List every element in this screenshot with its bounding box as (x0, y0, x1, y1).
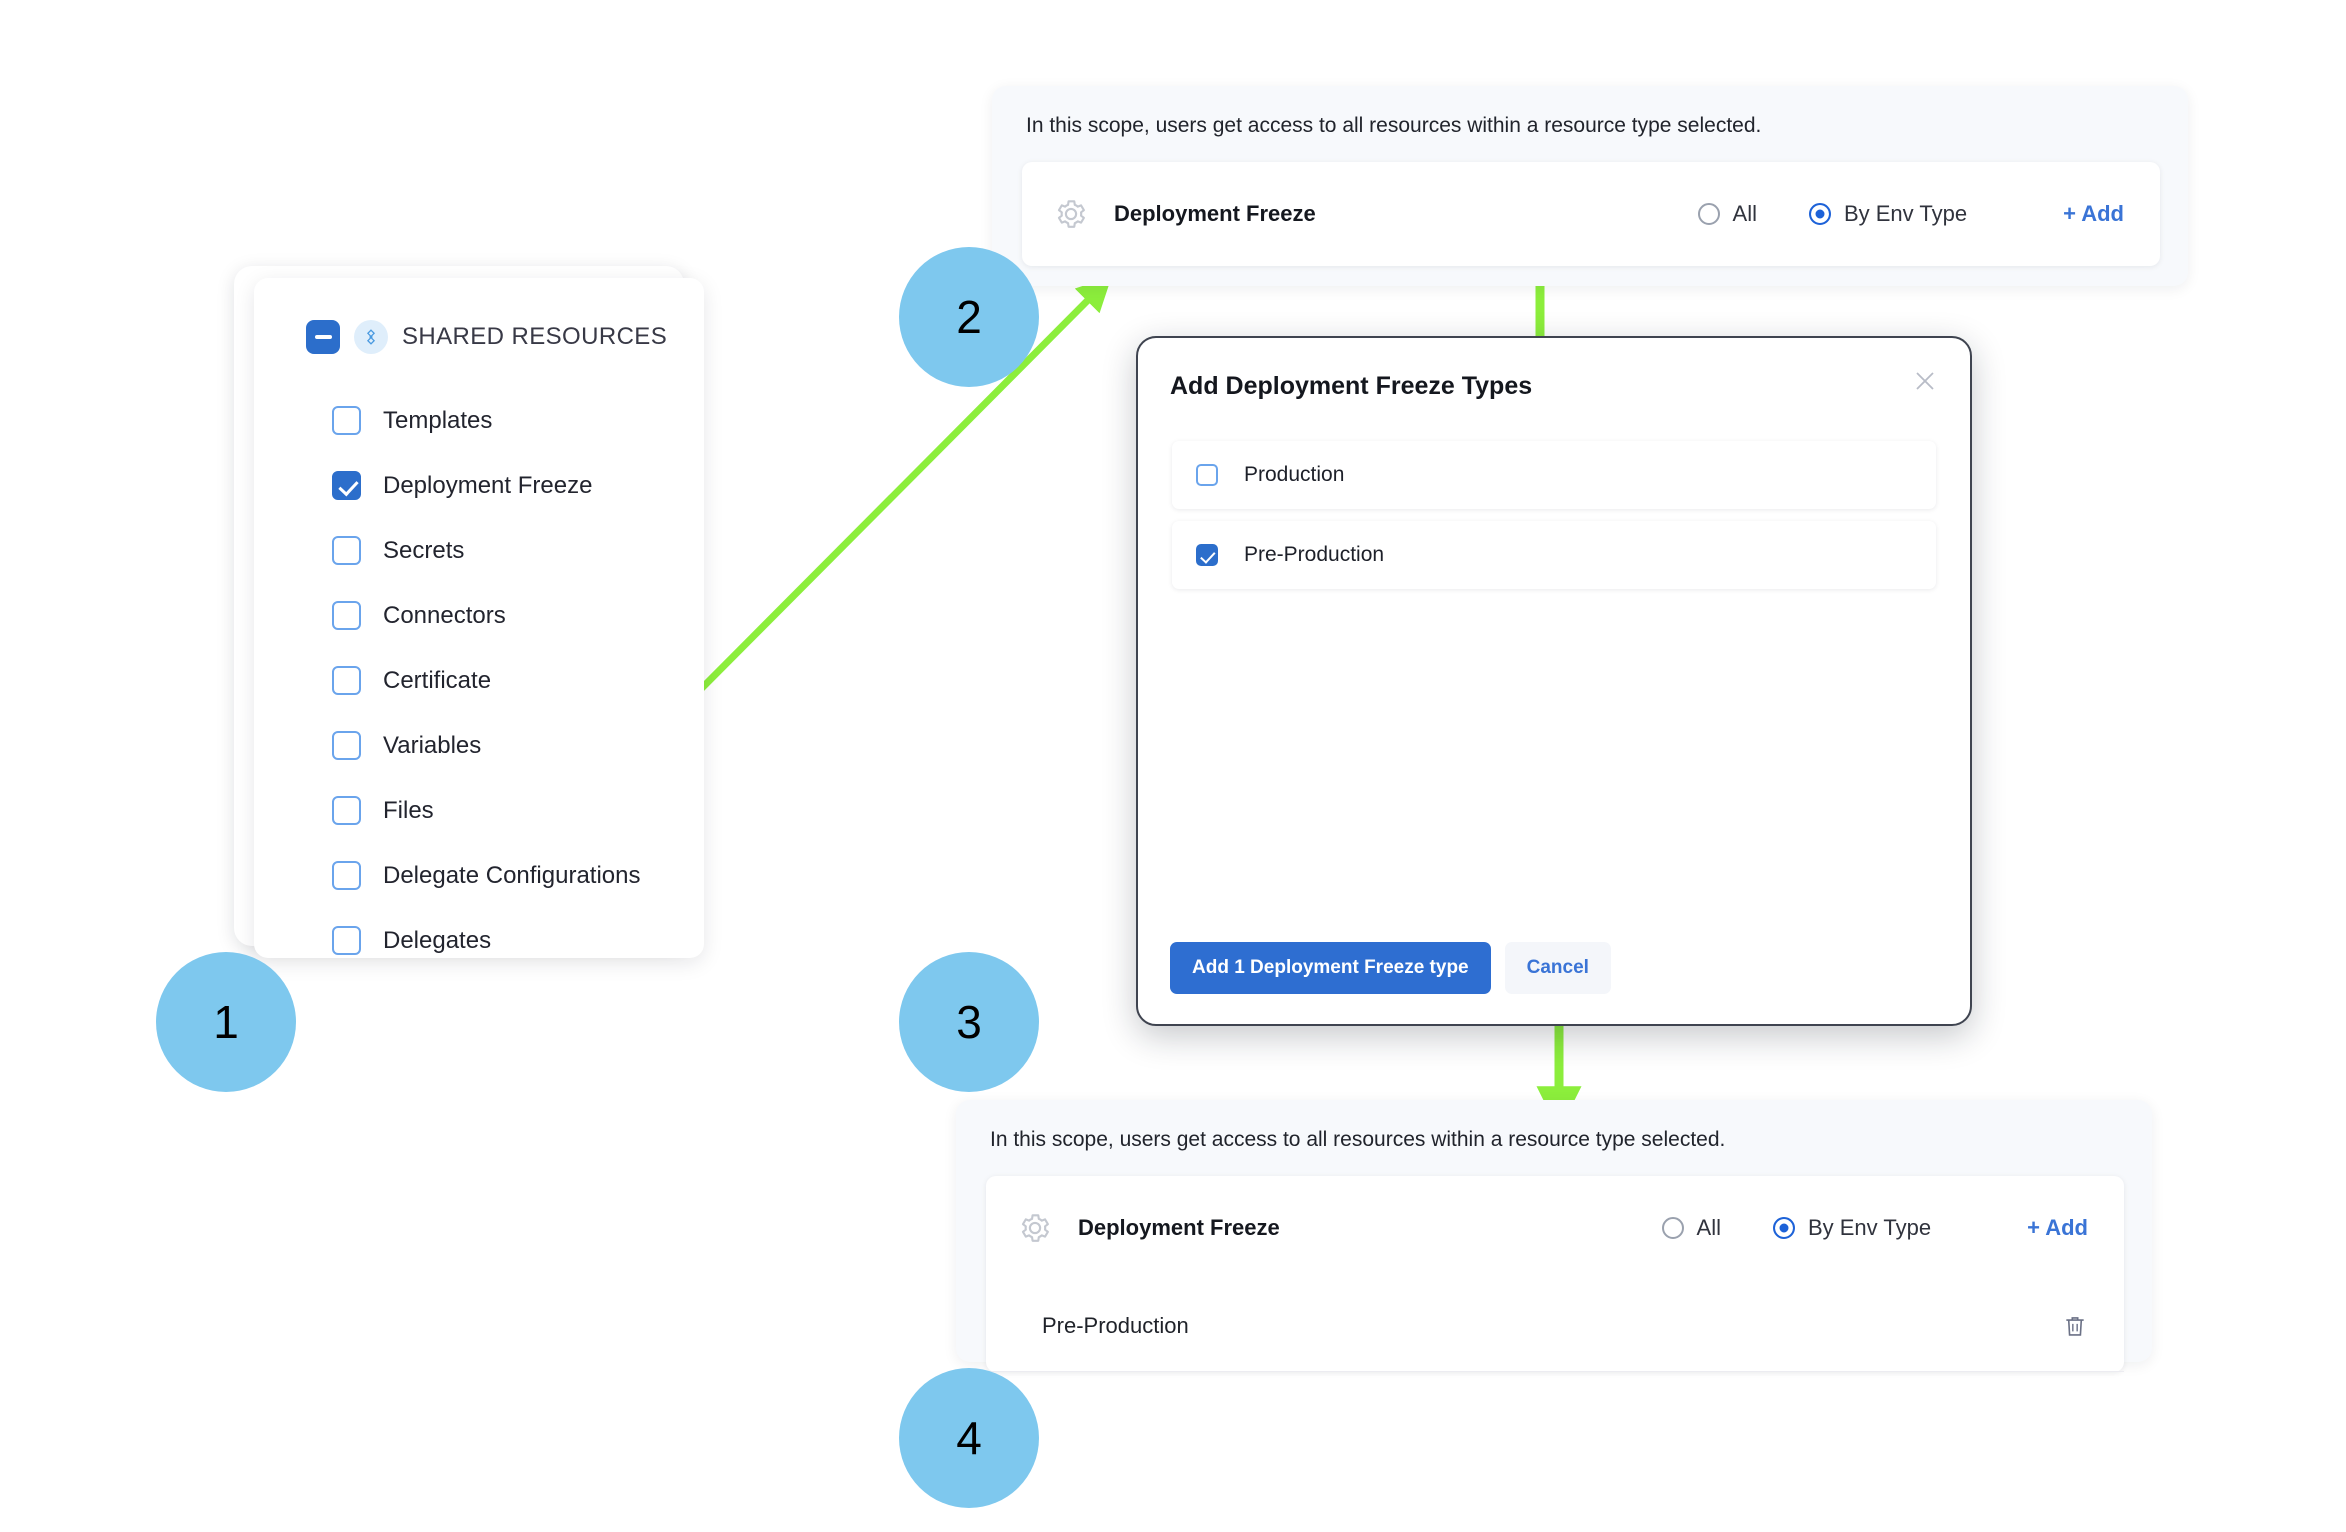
scope-resource-card: Deployment Freeze All By Env Type + Add … (986, 1176, 2124, 1372)
checkbox-production[interactable] (1196, 464, 1218, 486)
tree-item-label: Delegates (383, 926, 492, 954)
option-label: Production (1244, 463, 1345, 486)
checkbox-deployment-freeze[interactable] (332, 471, 361, 500)
checkbox-variables[interactable] (332, 731, 361, 760)
tree-item-delegates[interactable]: Delegates (254, 908, 704, 973)
radio-option-by-env-type[interactable]: By Env Type (1808, 201, 1968, 227)
checkbox-templates[interactable] (332, 406, 361, 435)
option-row-production[interactable]: Production (1172, 441, 1936, 509)
scope-note: In this scope, users get access to all r… (1026, 114, 1762, 137)
checkbox-pre-production[interactable] (1196, 544, 1218, 566)
checkbox-delegate-configurations[interactable] (332, 861, 361, 890)
shared-resources-icon (354, 320, 388, 354)
radio-all-label: All (1696, 1215, 1721, 1240)
radio-option-all[interactable]: All (1661, 1215, 1721, 1241)
checkbox-secrets[interactable] (332, 536, 361, 565)
tree-item-label: Secrets (383, 536, 465, 564)
checkbox-certificate[interactable] (332, 666, 361, 695)
step-badge-3: 3 (899, 952, 1039, 1092)
gear-icon (1018, 1211, 1052, 1245)
add-button[interactable]: + Add (2063, 201, 2124, 226)
scope-resource-card: Deployment Freeze All By Env Type + Add (1022, 162, 2160, 266)
radio-all-label: All (1732, 201, 1757, 226)
tree-item-certificate[interactable]: Certificate (254, 648, 704, 713)
tree-item-label: Connectors (383, 601, 506, 629)
scope-note: In this scope, users get access to all r… (990, 1128, 1726, 1151)
close-icon[interactable] (1908, 364, 1942, 398)
radio-option-all[interactable]: All (1697, 201, 1757, 227)
radio-all[interactable] (1697, 203, 1720, 225)
scope-panel-before: In this scope, users get access to all r… (992, 86, 2188, 286)
add-freeze-type-button[interactable]: Add 1 Deployment Freeze type (1170, 942, 1491, 994)
tree-item-delegate-configurations[interactable]: Delegate Configurations (254, 843, 704, 908)
radio-by-env-type[interactable] (1772, 1217, 1795, 1239)
arrow-tree-to-scope (687, 276, 1112, 703)
tree-item-connectors[interactable]: Connectors (254, 583, 704, 648)
add-button[interactable]: + Add (2027, 1215, 2088, 1240)
scope-resource-row: Deployment Freeze All By Env Type + Add (986, 1176, 2124, 1280)
modal-option-list: Production Pre-Production (1138, 401, 1970, 589)
radio-all[interactable] (1661, 1217, 1684, 1239)
tree-item-label: Delegate Configurations (383, 861, 641, 889)
step-badge-2: 2 (899, 247, 1039, 387)
shared-resources-panel: SHARED RESOURCES Templates Deployment Fr… (234, 266, 704, 958)
radio-by-env-type[interactable] (1808, 203, 1831, 225)
option-row-pre-production[interactable]: Pre-Production (1172, 521, 1936, 589)
radio-by-env-type-label: By Env Type (1807, 1215, 1932, 1240)
panel-front-layer: SHARED RESOURCES Templates Deployment Fr… (254, 278, 704, 958)
shared-resources-list: Templates Deployment Freeze Secrets Conn… (254, 388, 704, 973)
option-label: Pre-Production (1244, 543, 1385, 566)
scope-resource-name: Deployment Freeze (1078, 1215, 1280, 1240)
gear-icon (1054, 197, 1088, 231)
tree-item-files[interactable]: Files (254, 778, 704, 843)
tree-item-label: Certificate (383, 666, 492, 694)
radio-option-by-env-type[interactable]: By Env Type (1772, 1215, 1932, 1241)
minus-square-icon[interactable] (306, 320, 340, 354)
scope-controls: All By Env Type + Add (1697, 201, 2124, 227)
checkbox-files[interactable] (332, 796, 361, 825)
scope-controls: All By Env Type + Add (1661, 1215, 2088, 1241)
selected-value-row: Pre-Production (986, 1280, 2124, 1372)
tree-item-secrets[interactable]: Secrets (254, 518, 704, 583)
tree-item-deployment-freeze[interactable]: Deployment Freeze (254, 453, 704, 518)
trash-icon[interactable] (2062, 1313, 2088, 1339)
tree-item-templates[interactable]: Templates (254, 388, 704, 453)
step-badge-4: 4 (899, 1368, 1039, 1508)
tree-item-variables[interactable]: Variables (254, 713, 704, 778)
modal-footer: Add 1 Deployment Freeze type Cancel (1138, 942, 1970, 1024)
cancel-button[interactable]: Cancel (1504, 942, 1611, 994)
scope-panel-after: In this scope, users get access to all r… (956, 1100, 2152, 1372)
checkbox-connectors[interactable] (332, 601, 361, 630)
tree-item-label: Deployment Freeze (383, 471, 593, 499)
selected-value-label: Pre-Production (1042, 1312, 1189, 1338)
scope-resource-name: Deployment Freeze (1114, 201, 1316, 226)
shared-resources-title: SHARED RESOURCES (402, 323, 668, 350)
scope-resource-row: Deployment Freeze All By Env Type + Add (1022, 162, 2160, 266)
shared-resources-header[interactable]: SHARED RESOURCES (254, 320, 704, 354)
modal-title: Add Deployment Freeze Types (1170, 372, 1533, 400)
radio-by-env-type-label: By Env Type (1843, 201, 1968, 226)
checkbox-delegates[interactable] (332, 926, 361, 955)
add-deployment-freeze-types-modal: Add Deployment Freeze Types Production P… (1136, 336, 1972, 1026)
tree-item-label: Templates (383, 406, 493, 434)
step-badge-1: 1 (156, 952, 296, 1092)
tree-item-label: Variables (383, 731, 482, 759)
tree-item-label: Files (383, 796, 434, 824)
